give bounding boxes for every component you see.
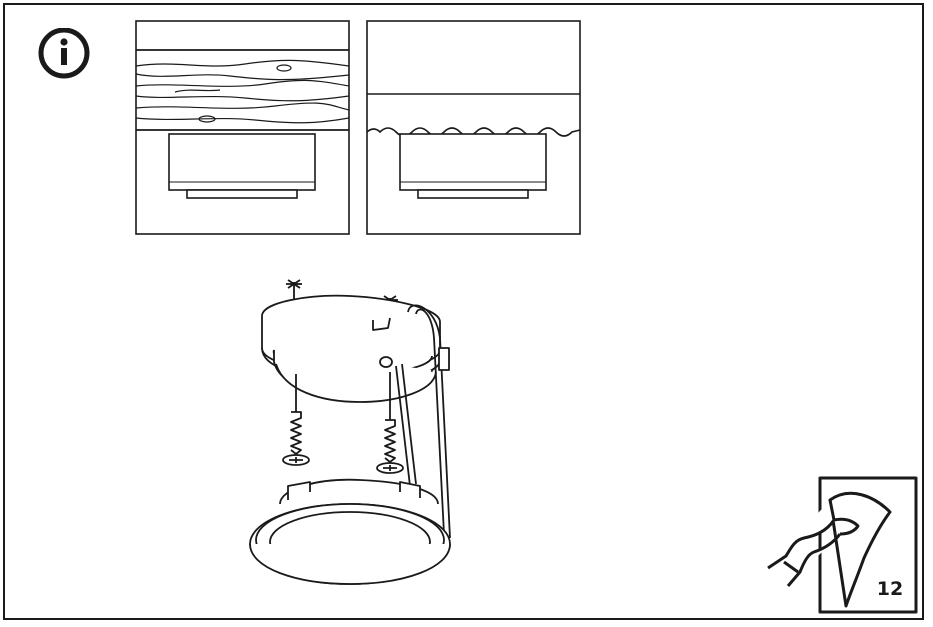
- light-fixture: [168, 133, 316, 199]
- screw: [282, 374, 310, 466]
- wood-board: [135, 49, 350, 131]
- power-cable: [395, 304, 451, 539]
- page-number: 12: [876, 578, 904, 600]
- ceiling-panel: [366, 20, 581, 235]
- mounting-illustration: [249, 279, 451, 585]
- info-icon: [38, 28, 90, 79]
- page-turn-icon: [767, 476, 918, 614]
- mounting-ring: [261, 294, 441, 403]
- screw: [376, 372, 404, 474]
- light-fixture: [249, 478, 451, 585]
- wood-surface-panel: [135, 20, 350, 235]
- light-fixture: [399, 133, 547, 199]
- page-frame: [3, 3, 924, 620]
